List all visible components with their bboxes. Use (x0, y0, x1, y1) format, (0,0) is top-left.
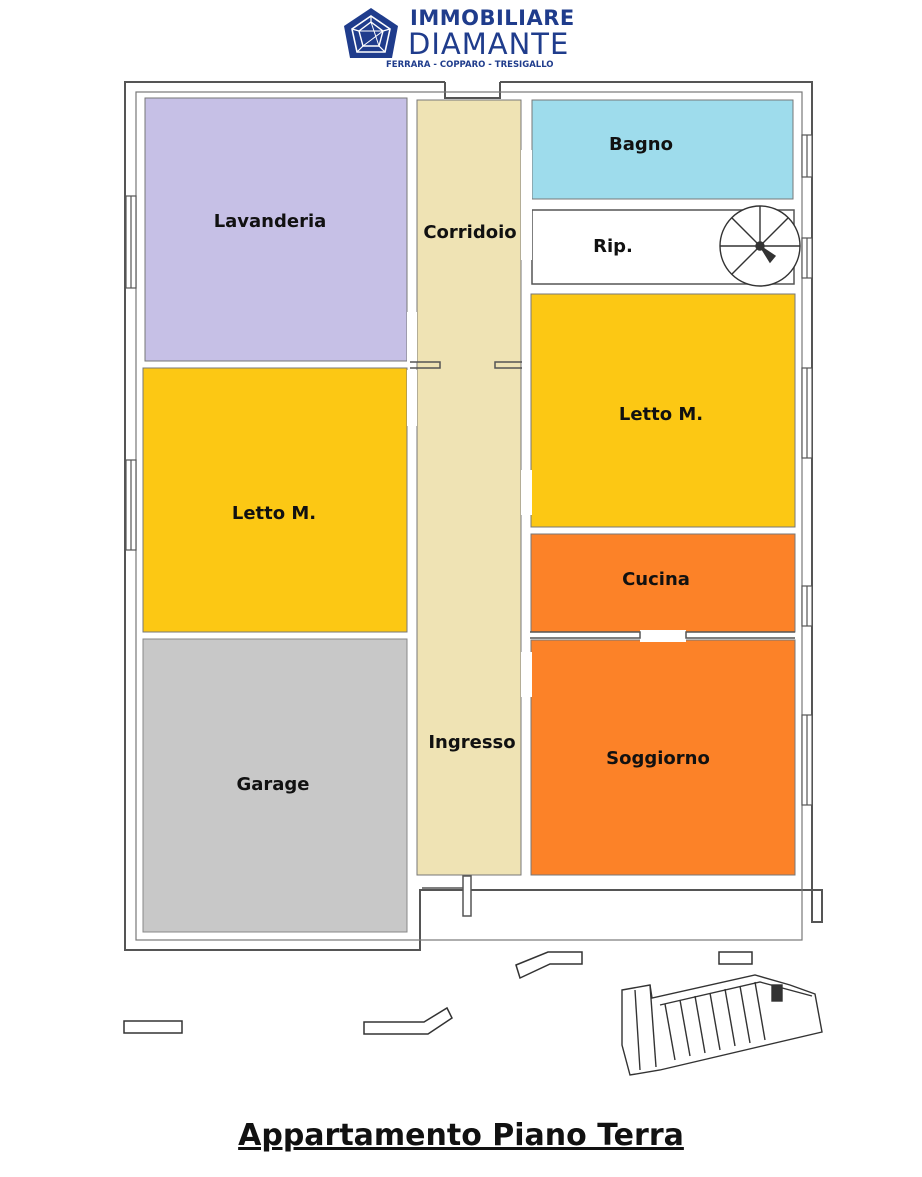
label-cucina: Cucina (622, 569, 690, 590)
room-bagno (531, 99, 794, 200)
label-letto-left: Letto M. (232, 503, 316, 524)
company-logo: IMMOBILIARE DIAMANTE FERRARA - COPPARO -… (340, 6, 580, 74)
entrance-opening (422, 875, 472, 917)
plan-title: Appartamento Piano Terra (238, 1118, 684, 1153)
label-corridoio: Corridoio (423, 222, 516, 243)
label-soggiorno: Soggiorno (606, 748, 710, 769)
outdoor-stair (621, 974, 823, 1076)
label-ingresso: Ingresso (428, 732, 515, 753)
diamond-icon (344, 8, 398, 58)
brand-name-line1: IMMOBILIARE (410, 6, 575, 30)
label-lavanderia: Lavanderia (214, 211, 327, 232)
windows (125, 134, 813, 806)
outdoor-elements (123, 951, 753, 1035)
room-garage (142, 638, 408, 933)
brand-name-line2: DIAMANTE (408, 27, 570, 61)
room-letto-right (530, 293, 796, 528)
room-letto-left (142, 367, 408, 633)
door-stubs (410, 361, 795, 639)
label-garage: Garage (236, 774, 309, 795)
room-cucina (530, 533, 796, 633)
label-letto-right: Letto M. (619, 404, 703, 425)
label-bagno: Bagno (609, 134, 673, 155)
door-openings (407, 150, 686, 697)
room-lavanderia (144, 97, 408, 362)
label-ripostiglio: Rip. (593, 236, 633, 257)
room-corridoio (416, 99, 522, 876)
brand-locations: FERRARA - COPPARO - TRESIGALLO (386, 60, 554, 70)
spiral-staircase (719, 205, 801, 287)
